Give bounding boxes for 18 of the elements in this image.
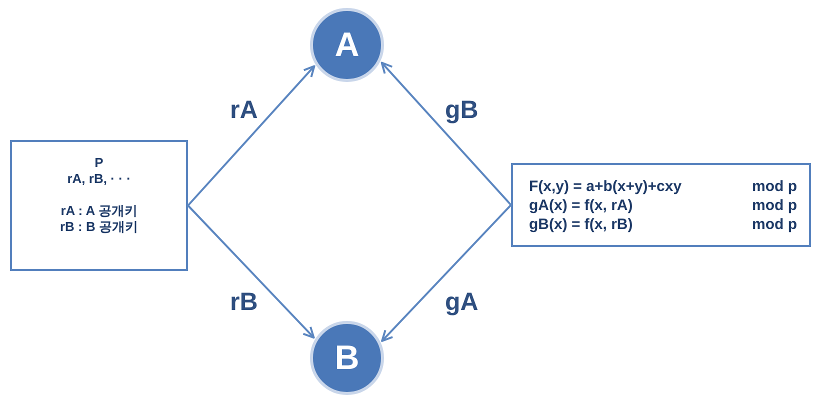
text-box — [511, 163, 811, 247]
text-line: rA, rB, · · · — [66, 171, 132, 187]
modulus-text: mod p — [752, 214, 797, 234]
formula-text: F(x,y) = a+b(x+y)+cxy — [529, 176, 682, 196]
arrow — [381, 204, 512, 342]
formula-text: gA(x) = f(x, rA) — [529, 196, 634, 214]
text-box — [10, 140, 188, 271]
modulus-text: mod p — [752, 196, 797, 214]
text-line: P — [94, 155, 104, 171]
node-label: B — [334, 338, 360, 378]
modulus-text: mod p — [752, 176, 797, 196]
node-label: A — [334, 26, 360, 64]
arrow — [187, 65, 316, 206]
arrow — [380, 62, 512, 206]
formula-text: gB(x) = f(x, rB) — [529, 214, 634, 234]
text-line: rB : B 공개키 — [59, 219, 139, 235]
text-line: rA : A 공개키 — [60, 203, 138, 219]
arrow — [187, 204, 315, 339]
